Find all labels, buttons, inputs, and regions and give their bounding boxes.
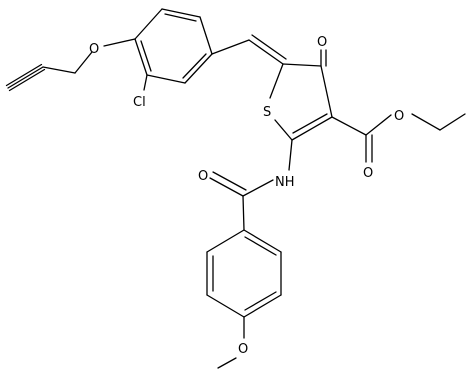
bond-ring1-d xyxy=(184,53,213,84)
bond-c3-c2-a xyxy=(291,116,333,141)
bond-ring1-f2 xyxy=(140,40,152,72)
bond-ring2-a xyxy=(243,229,282,253)
bond-ch2-ch3 xyxy=(439,113,466,131)
bond-ring1-c xyxy=(199,16,213,55)
bond-ester-o xyxy=(365,114,392,136)
bond-ch2-alkyne xyxy=(42,66,76,74)
bond-c3-c2-b xyxy=(292,113,328,134)
atom-labels: O Cl S O O O NH O O xyxy=(89,35,404,357)
amide-oxygen-label: O xyxy=(198,169,208,184)
bond-c2-n xyxy=(288,139,293,171)
ketone-oxygen-label: O xyxy=(317,35,327,50)
ester-carbonyl-oxygen-label: O xyxy=(363,166,373,181)
bonds xyxy=(5,8,466,369)
bond-c4-c3 xyxy=(320,65,333,118)
bond-amide-co-a xyxy=(209,177,244,197)
bond-c5-c4 xyxy=(282,63,322,67)
bond-co-aryl xyxy=(242,195,245,231)
bond-o-ch2 xyxy=(411,113,441,131)
bond-aryl-cl xyxy=(143,74,148,91)
bond-o-aryl xyxy=(103,38,136,47)
bond-ch2-o xyxy=(74,51,93,74)
chlorine-label: Cl xyxy=(133,95,146,110)
ether-oxygen-label: O xyxy=(89,42,99,57)
bond-c3-ester xyxy=(331,116,367,136)
bond-ring2-c xyxy=(243,294,282,318)
bond-alkyne-a xyxy=(7,66,44,89)
bond-ring1-f xyxy=(134,38,148,76)
bond-o-ch3 xyxy=(217,357,237,369)
bond-alkyne-c xyxy=(5,63,43,87)
sulfur-label: S xyxy=(263,105,271,120)
bond-ring1-b2 xyxy=(164,13,197,22)
methoxy-oxygen-label: O xyxy=(238,342,248,357)
bond-c2-s xyxy=(274,119,293,141)
bond-ch-c5-a xyxy=(248,39,284,65)
bond-amide-co-b xyxy=(212,171,247,191)
bond-ring2-c2 xyxy=(244,291,277,311)
bond-ring2-f xyxy=(206,229,245,253)
bond-ring1-a xyxy=(134,8,163,40)
bond-s-c5 xyxy=(269,63,284,99)
bond-alkyne-b xyxy=(8,68,46,92)
bond-ring1-e xyxy=(146,74,186,84)
bond-ch-c5-b xyxy=(251,34,287,60)
ester-oxygen-label: O xyxy=(394,109,404,124)
bond-ring2-a2 xyxy=(244,236,277,256)
bond-n-co xyxy=(242,179,274,197)
bond-aryl-ch xyxy=(211,39,250,55)
bond-ring1-b xyxy=(161,8,201,18)
amide-nh-label: NH xyxy=(275,175,295,190)
bond-ring2-d xyxy=(206,294,245,318)
bond-ring1-d2 xyxy=(182,53,207,79)
